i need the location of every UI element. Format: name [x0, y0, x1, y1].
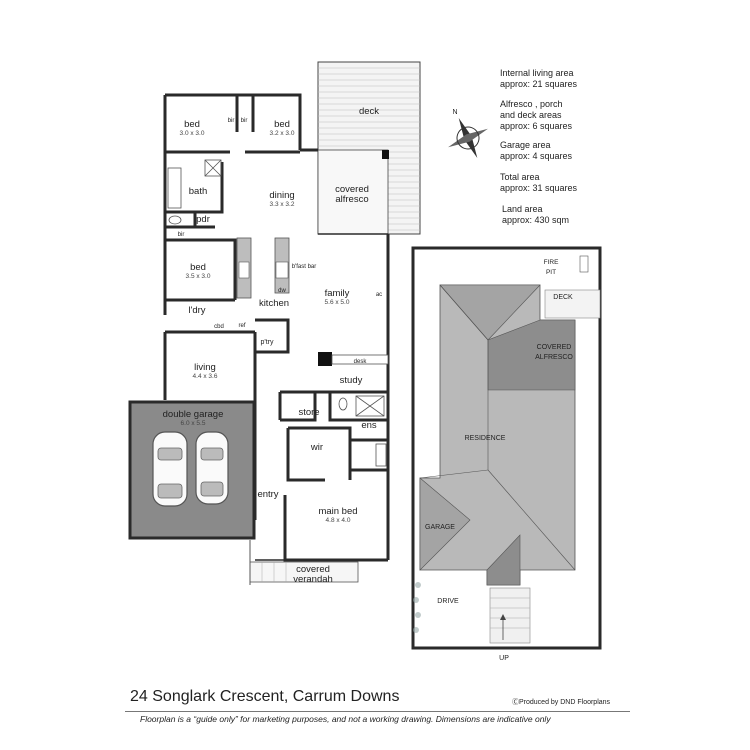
total-area-info: Total area approx: 31 squares: [500, 172, 578, 193]
store-label: store: [298, 407, 320, 418]
site-deck-label: DECK: [553, 294, 573, 301]
alfresco-area-info: Alfresco , porch and deck areas approx: …: [500, 99, 573, 131]
bfast-bar-label: b'fast bar: [291, 264, 317, 270]
alfresco-label: covered alfresco: [335, 184, 369, 205]
site-garage-label: GARAGE: [425, 524, 455, 531]
cbd-label: cbd: [214, 324, 224, 330]
site-plan: [411, 246, 602, 650]
fire-pit-label: FIRE PIT: [543, 259, 559, 276]
car-icon: [195, 431, 229, 505]
bed-dim: 3.2 x 3.0: [269, 130, 295, 137]
entry-label: entry: [257, 489, 279, 500]
site-alfresco-label: COVERED ALFRESCO: [535, 344, 573, 361]
dining-dim: 3.3 x 3.2: [269, 201, 295, 208]
garage-dim: 6.0 x 5.5: [180, 420, 206, 427]
bir-label: bir: [177, 232, 185, 238]
internal-area-info: Internal living area approx: 21 squares: [500, 68, 578, 89]
residence-label: RESIDENCE: [464, 435, 506, 442]
bath-fixtures: [167, 159, 222, 225]
family-dim: 5.6 x 5.0: [324, 299, 350, 306]
laundry-label: l'dry: [188, 305, 206, 316]
kitchen-label: kitchen: [258, 298, 290, 309]
car-icon: [152, 431, 188, 507]
land-area-info: Land area approx: 430 sqm: [502, 204, 570, 225]
study-label: study: [339, 375, 363, 386]
main-bed-dim: 4.8 x 4.0: [325, 517, 351, 524]
family-label: family: [324, 288, 350, 299]
bir-label: bir: [240, 118, 248, 124]
bir-label: bir: [227, 118, 235, 124]
ensuite-label: ens: [361, 420, 377, 431]
bed-dim: 3.5 x 3.0: [185, 273, 211, 280]
main-bed-label: main bed: [318, 506, 358, 517]
deck-label: deck: [358, 106, 380, 117]
house-walls: [163, 93, 390, 562]
garage-block: [128, 400, 256, 540]
bath-label: bath: [188, 186, 208, 197]
living-label: living: [194, 362, 216, 373]
ensuite-fixtures: [338, 395, 387, 467]
living-dim: 4.4 x 3.6: [192, 373, 218, 380]
verandah-label: covered verandah: [293, 564, 333, 585]
drive-label: DRIVE: [437, 598, 459, 605]
pdr-label: pdr: [196, 214, 210, 225]
deck-area: [317, 61, 421, 235]
compass-north-label: N: [452, 109, 458, 116]
pantry-label: p'try: [260, 339, 274, 346]
up-label: UP: [499, 655, 509, 662]
bed-label: bed: [184, 119, 200, 130]
garage-label: double garage: [162, 409, 224, 420]
disclaimer-text: Floorplan is a “guide only” for marketin…: [140, 714, 551, 724]
ac-label: ac: [375, 292, 383, 298]
bed-label: bed: [274, 119, 290, 130]
desk-label: desk: [353, 359, 367, 365]
property-address: 24 Songlark Crescent, Carrum Downs: [130, 688, 400, 705]
bed-dim: 3.0 x 3.0: [179, 130, 205, 137]
footer-divider: [125, 711, 630, 712]
wir-label: wir: [310, 442, 324, 453]
producer-credit: ⒸProduced by DND Floorplans: [512, 699, 611, 706]
dining-label: dining: [269, 190, 295, 201]
verandah: [249, 540, 359, 585]
bed-label: bed: [190, 262, 206, 273]
compass-rose: [448, 118, 488, 158]
dw-label: dw: [278, 288, 286, 294]
garage-area-info: Garage area approx: 4 squares: [500, 140, 573, 161]
ref-label: ref: [238, 323, 246, 329]
kitchen-bench: [236, 237, 290, 299]
